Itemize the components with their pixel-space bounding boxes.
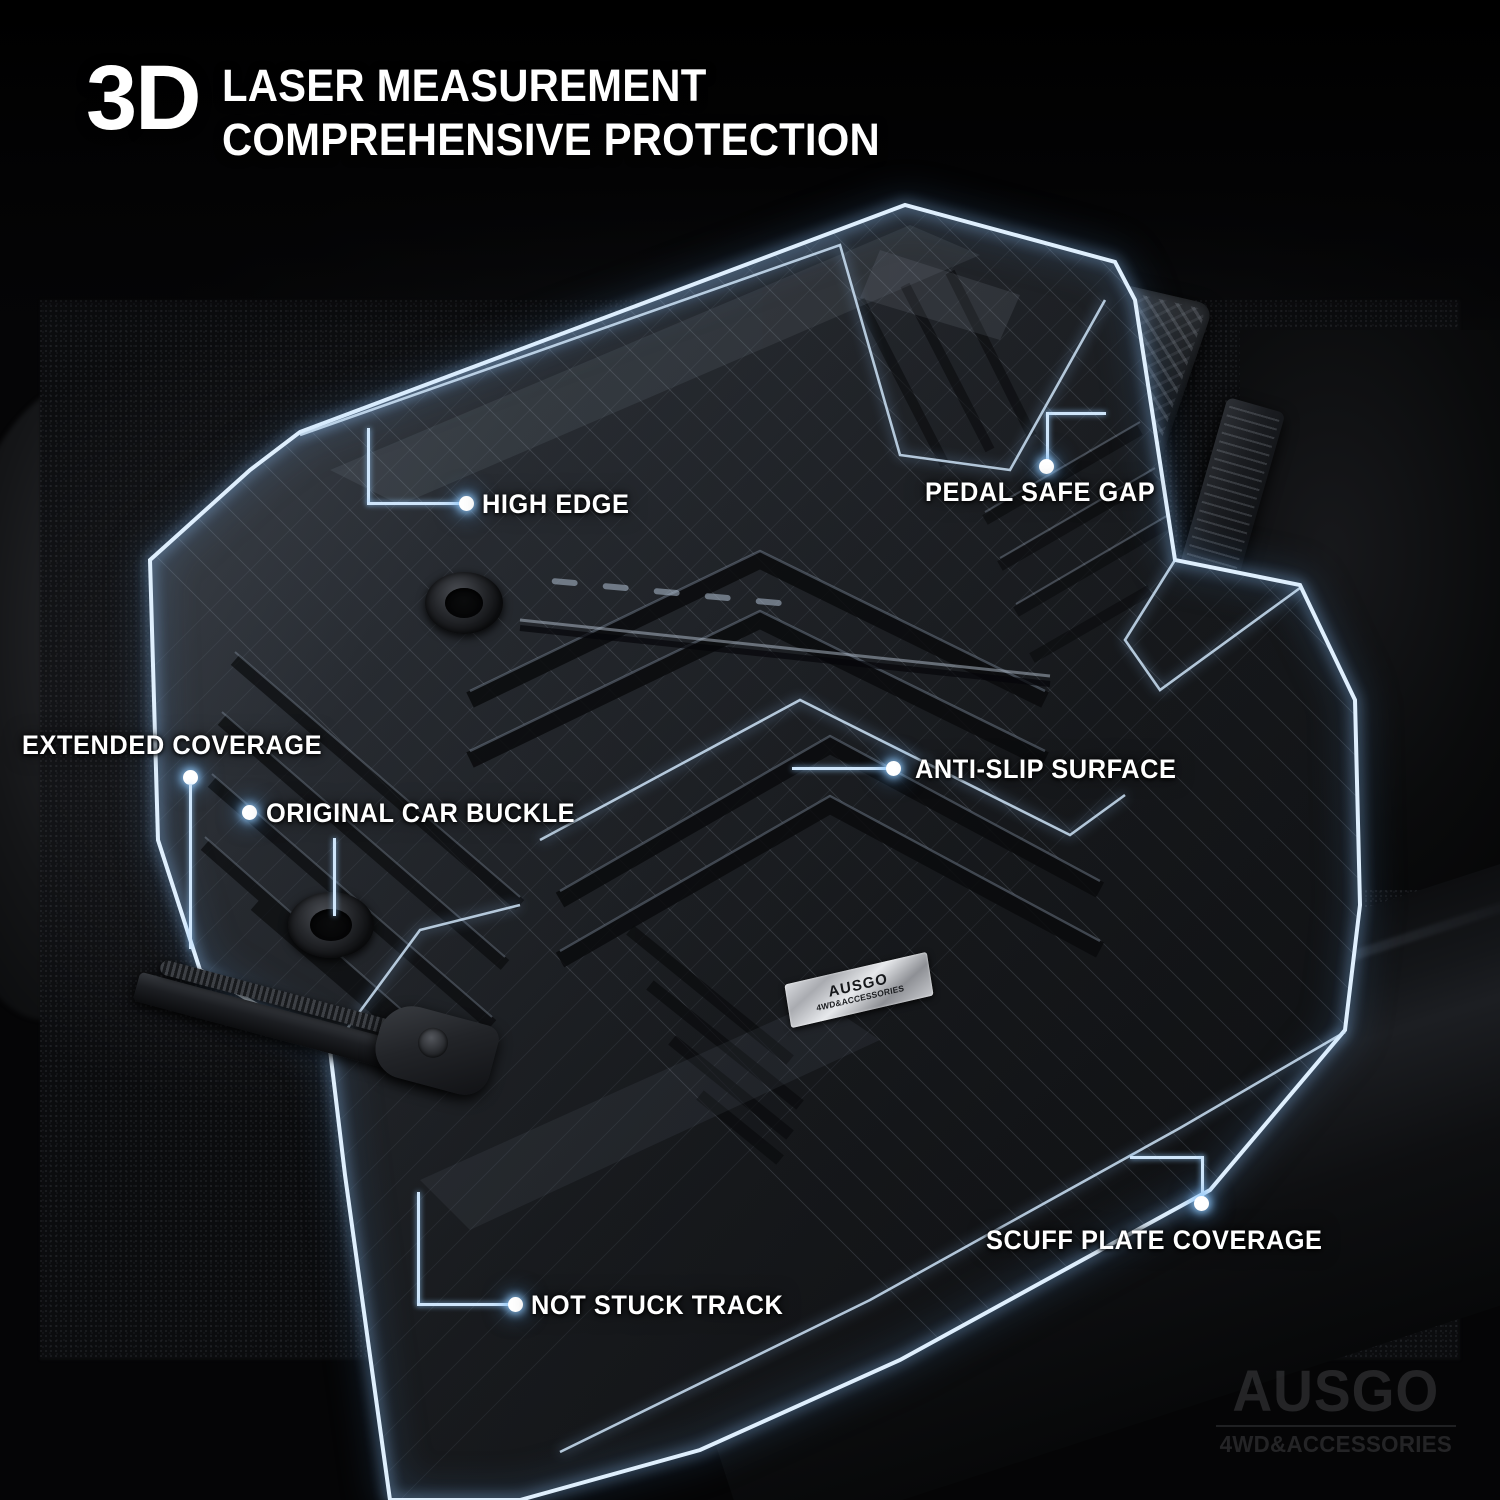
- watermark-tagline: 4WD&ACCESSORIES: [1219, 1431, 1453, 1457]
- grommet-hole: [310, 909, 352, 941]
- extended-coverage-dot: [183, 770, 198, 785]
- callout-label-not-stuck-track: NOT STUCK TRACK: [531, 1290, 784, 1320]
- scuff-plate-dot: [1194, 1196, 1209, 1211]
- high-edge-dot: [459, 496, 474, 511]
- extended-coverage-leader: [189, 784, 192, 949]
- anti-slip-surface-dot: [886, 761, 901, 776]
- scuff-plate-leader-vertical: [1201, 1156, 1204, 1202]
- original-car-buckle-leader: [333, 838, 336, 916]
- high-edge-leader-horizontal: [367, 502, 467, 505]
- callout-label-original-car-buckle: ORIGINAL CAR BUCKLE: [266, 798, 576, 828]
- mat-dash-marks: [551, 578, 782, 606]
- not-stuck-track-leader-horizontal: [417, 1303, 513, 1306]
- mat-pedal-ribs: [982, 425, 1173, 663]
- watermark-divider: [1216, 1425, 1456, 1427]
- scuff-plate-leader-horizontal: [1130, 1156, 1204, 1159]
- callout-label-anti-slip-surface: ANTI-SLIP SURFACE: [915, 754, 1177, 784]
- pedal-safe-gap-leader-horizontal: [1046, 412, 1106, 415]
- headline-3d: 3D: [86, 47, 202, 149]
- callout-label-scuff-plate-coverage: SCUFF PLATE COVERAGE: [986, 1225, 1323, 1255]
- brand-watermark: AUSGO 4WD&ACCESSORIES: [1216, 1359, 1456, 1458]
- grommet-hole: [445, 588, 483, 618]
- original-car-buckle-dot: [242, 805, 257, 820]
- mat-retention-grommet-lower: [288, 892, 374, 958]
- watermark-brand: AUSGO: [1232, 1359, 1440, 1424]
- mat-crease-shadow: [519, 625, 1051, 687]
- callout-label-pedal-safe-gap: PEDAL SAFE GAP: [925, 477, 1156, 507]
- headline-line-2: COMPREHENSIVE PROTECTION: [221, 114, 880, 165]
- mat-chevron-tread: [466, 551, 1105, 968]
- high-edge-leader-vertical: [367, 428, 370, 504]
- not-stuck-track-dot: [508, 1297, 523, 1312]
- mat-crease: [519, 618, 1051, 678]
- callout-label-high-edge: HIGH EDGE: [482, 489, 630, 519]
- mat-pedal-ribs-highlight: [984, 421, 1171, 605]
- mat-retention-grommet-upper: [425, 572, 503, 634]
- page-title: 3D LASER MEASUREMENT COMPREHENSIVE PROTE…: [86, 47, 929, 164]
- callout-label-extended-coverage: EXTENDED COVERAGE: [22, 730, 323, 760]
- pedal-safe-gap-leader-vertical: [1046, 412, 1049, 464]
- mat-glow-outline: [147, 202, 1363, 1500]
- mat-chevron-highlight: [469, 549, 1101, 953]
- anti-slip-surface-leader: [792, 767, 898, 770]
- headline-line-1: LASER MEASUREMENT: [221, 60, 707, 111]
- mat-specular: [330, 225, 1020, 1230]
- mat-lower-ribs: [626, 925, 804, 1165]
- mat-upper-channels: [855, 269, 1037, 468]
- mat-side-ribs: [200, 655, 525, 1095]
- headline-lines: LASER MEASUREMENT COMPREHENSIVE PROTECTI…: [222, 56, 929, 164]
- not-stuck-track-leader-vertical: [417, 1192, 420, 1305]
- pedal-safe-gap-dot: [1039, 459, 1054, 474]
